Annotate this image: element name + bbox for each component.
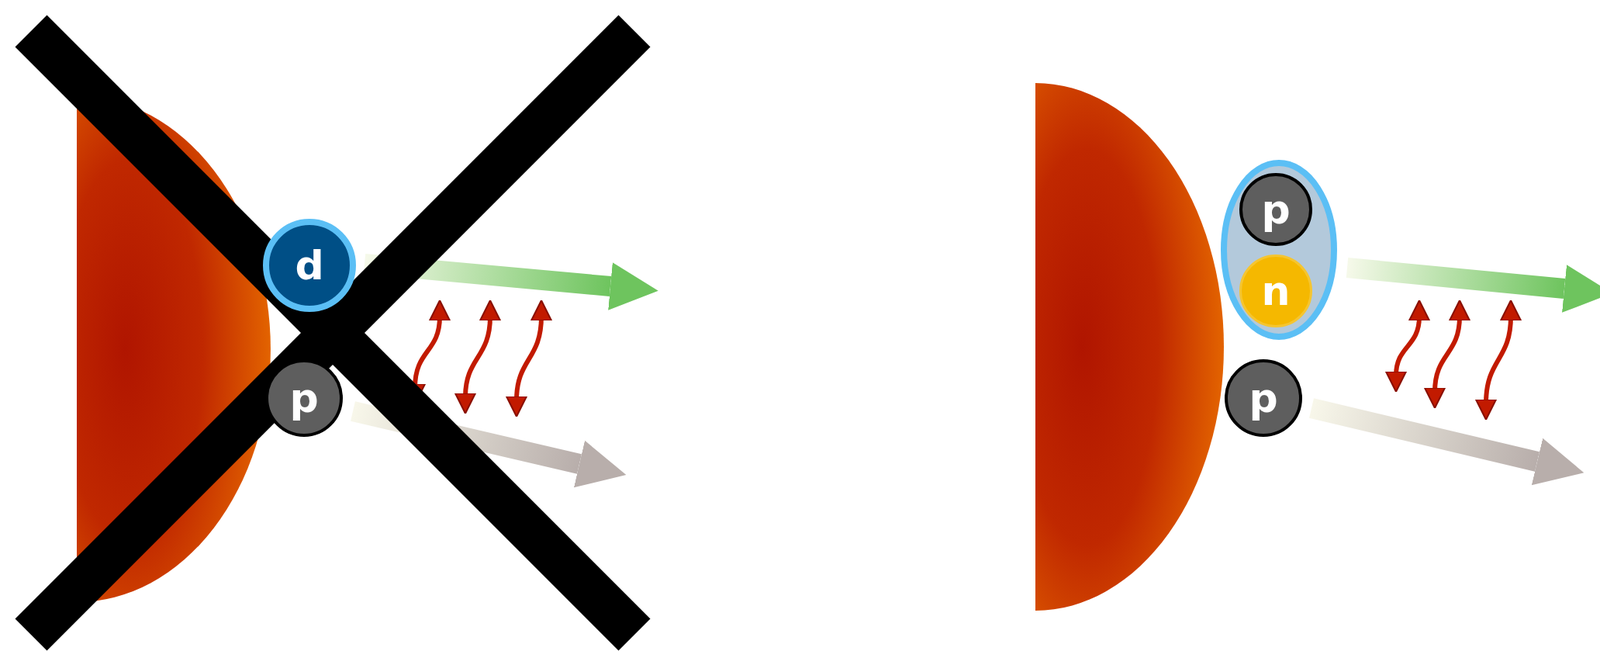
interaction-arrow xyxy=(1434,316,1460,392)
interaction-arrow xyxy=(414,316,440,388)
trajectory-arrow xyxy=(1311,407,1538,462)
particle-label: p xyxy=(1261,189,1290,230)
particle-label: d xyxy=(294,245,324,286)
particle-label: p xyxy=(289,377,318,419)
trajectory-arrow xyxy=(1347,267,1565,289)
interaction-arrow xyxy=(516,316,542,401)
deuteron-ellipse: pn xyxy=(1220,159,1338,340)
neutron-circle: n xyxy=(1239,254,1313,328)
cross-out xyxy=(31,31,635,635)
proton-circle: p xyxy=(265,359,343,437)
nucleus xyxy=(1035,82,1224,611)
interaction-arrow xyxy=(1396,316,1420,376)
particle-label: n xyxy=(1261,270,1290,312)
particle-label: p xyxy=(1248,377,1278,419)
proton-circle: p xyxy=(1224,359,1303,437)
interaction-arrow xyxy=(465,316,491,398)
proton-circle: p xyxy=(1239,172,1313,246)
deuteron-circle: d xyxy=(262,218,356,312)
interaction-arrow xyxy=(1485,316,1511,404)
cross-out xyxy=(31,31,635,635)
